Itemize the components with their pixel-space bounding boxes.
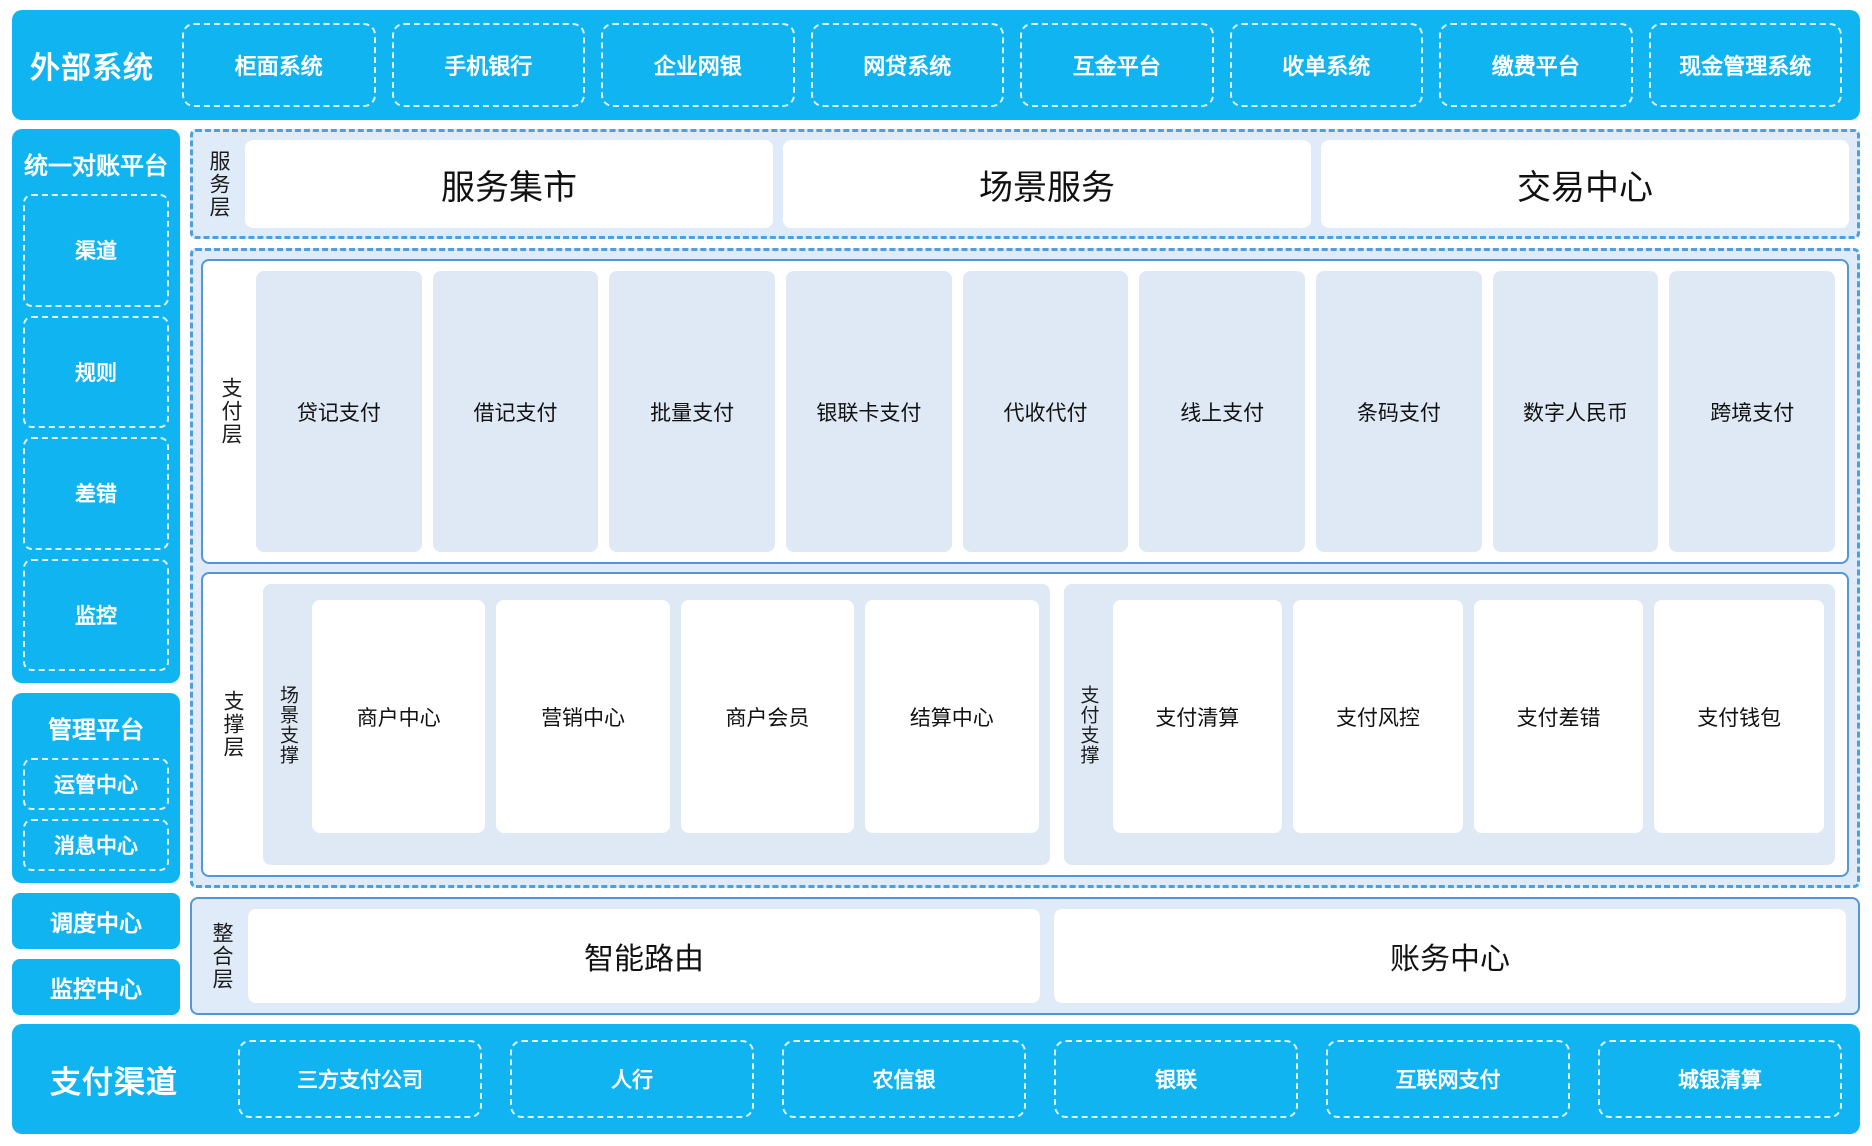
channel-item-third-party[interactable]: 三方支付公司 xyxy=(238,1040,482,1118)
service-item-market[interactable]: 服务集市 xyxy=(245,140,773,228)
payment-item-cross-border[interactable]: 跨境支付 xyxy=(1669,271,1836,552)
sidebar-item-monitor-center[interactable]: 监控中心 xyxy=(12,959,180,1015)
service-item-scene[interactable]: 场景服务 xyxy=(783,140,1311,228)
payment-channel-items: 三方支付公司 人行 农信银 银联 互联网支付 城银清算 xyxy=(238,1024,1842,1134)
support-item-merchant-member[interactable]: 商户会员 xyxy=(680,600,855,833)
channel-item-pboc[interactable]: 人行 xyxy=(510,1040,754,1118)
service-layer-row: 服务层 服务集市 场景服务 交易中心 xyxy=(201,140,1849,228)
external-systems-band: 外部系统 柜面系统 手机银行 企业网银 网贷系统 互金平台 收单系统 缴费平台 … xyxy=(12,10,1860,120)
external-system-item[interactable]: 互金平台 xyxy=(1020,23,1214,107)
core-layers-group: 支付层 贷记支付 借记支付 批量支付 银联卡支付 代收代付 线上支付 条码支付 … xyxy=(190,248,1860,888)
payment-channel-title: 支付渠道 xyxy=(50,1064,178,1100)
sidebar-item-schedule-center[interactable]: 调度中心 xyxy=(12,893,180,949)
external-system-item[interactable]: 柜面系统 xyxy=(182,23,376,107)
sidebar-item-monitor[interactable]: 监控 xyxy=(23,558,169,671)
channel-item-internet-payment[interactable]: 互联网支付 xyxy=(1326,1040,1570,1118)
support-item-payment-clearing[interactable]: 支付清算 xyxy=(1112,600,1283,833)
payment-item-collection-payment[interactable]: 代收代付 xyxy=(962,271,1129,552)
payment-item-unionpay-card[interactable]: 银联卡支付 xyxy=(786,271,952,552)
payment-item-barcode[interactable]: 条码支付 xyxy=(1316,271,1482,552)
payment-channel-band: 支付渠道 三方支付公司 人行 农信银 银联 互联网支付 城银清算 xyxy=(12,1024,1860,1134)
payment-support-label: 支付支撑 xyxy=(1077,684,1099,765)
payment-item-debit[interactable]: 借记支付 xyxy=(432,271,599,552)
external-systems-items: 柜面系统 手机银行 企业网银 网贷系统 互金平台 收单系统 缴费平台 现金管理系… xyxy=(182,10,1842,120)
sidebar-item-ops-center[interactable]: 运管中心 xyxy=(23,758,169,810)
recon-platform-title: 统一对账平台 xyxy=(24,153,168,180)
external-system-item[interactable]: 缴费平台 xyxy=(1439,23,1633,107)
external-system-item[interactable]: 收单系统 xyxy=(1229,23,1423,107)
integration-item-smart-routing[interactable]: 智能路由 xyxy=(248,909,1040,1003)
channel-item-rcc[interactable]: 农信银 xyxy=(782,1040,1026,1118)
middle-section: 统一对账平台 渠道 规则 差错 监控 管理平台 运管中心 消息中心 调度中心 监… xyxy=(12,129,1860,1015)
content-column: 服务层 服务集市 场景服务 交易中心 支付层 贷记支付 借记支付 批量支付 银联… xyxy=(190,129,1860,1015)
external-systems-title: 外部系统 xyxy=(30,52,154,85)
support-item-payment-risk[interactable]: 支付风控 xyxy=(1293,600,1463,833)
integration-layer-panel: 整合层 智能路由 账务中心 xyxy=(190,897,1860,1015)
scene-support-group: 场景支撑 商户中心 营销中心 商户会员 结算中心 xyxy=(263,584,1050,865)
payment-item-online[interactable]: 线上支付 xyxy=(1139,271,1306,552)
sidebar-item-channel[interactable]: 渠道 xyxy=(23,194,169,307)
integration-layer-row: 智能路由 账务中心 xyxy=(248,909,1846,1003)
integration-layer-label: 整合层 xyxy=(210,921,233,991)
payment-layer-label: 支付层 xyxy=(219,377,242,446)
manage-platform-card: 管理平台 运管中心 消息中心 xyxy=(12,693,180,883)
left-sidebar: 统一对账平台 渠道 规则 差错 监控 管理平台 运管中心 消息中心 调度中心 监… xyxy=(12,129,180,1015)
service-item-transaction[interactable]: 交易中心 xyxy=(1321,140,1849,228)
scene-support-label: 场景支撑 xyxy=(277,684,298,765)
service-layer-label: 服务层 xyxy=(207,149,230,219)
external-system-item[interactable]: 企业网银 xyxy=(601,23,795,107)
external-system-item[interactable]: 手机银行 xyxy=(391,23,585,107)
sidebar-item-message-center[interactable]: 消息中心 xyxy=(23,819,169,871)
service-layer-group: 服务层 服务集市 场景服务 交易中心 xyxy=(190,129,1860,239)
sidebar-item-error[interactable]: 差错 xyxy=(23,437,169,550)
support-item-merchant-center[interactable]: 商户中心 xyxy=(312,600,486,833)
payment-item-credit[interactable]: 贷记支付 xyxy=(256,271,422,552)
support-layer-label: 支撑层 xyxy=(221,690,244,759)
support-item-payment-wallet[interactable]: 支付钱包 xyxy=(1654,600,1824,833)
payment-layer-panel: 支付层 贷记支付 借记支付 批量支付 银联卡支付 代收代付 线上支付 条码支付 … xyxy=(201,259,1849,564)
support-item-marketing-center[interactable]: 营销中心 xyxy=(496,600,670,833)
external-system-item[interactable]: 现金管理系统 xyxy=(1648,23,1842,107)
recon-platform-card: 统一对账平台 渠道 规则 差错 监控 xyxy=(12,129,180,683)
external-system-item[interactable]: 网贷系统 xyxy=(810,23,1004,107)
channel-item-unionpay[interactable]: 银联 xyxy=(1054,1040,1298,1118)
payment-item-digital-rmb[interactable]: 数字人民币 xyxy=(1492,271,1659,552)
integration-item-accounting-center[interactable]: 账务中心 xyxy=(1054,909,1846,1003)
payment-support-group: 支付支撑 支付清算 支付风控 支付差错 支付钱包 xyxy=(1063,584,1835,865)
payment-layer-row: 支付层 贷记支付 借记支付 批量支付 银联卡支付 代收代付 线上支付 条码支付 … xyxy=(215,271,1836,552)
support-item-settlement-center[interactable]: 结算中心 xyxy=(865,600,1039,833)
support-item-payment-error[interactable]: 支付差错 xyxy=(1473,600,1644,833)
payment-item-batch[interactable]: 批量支付 xyxy=(609,271,776,552)
channel-item-city-bank-clearing[interactable]: 城银清算 xyxy=(1598,1040,1842,1118)
support-layer-row: 支撑层 场景支撑 商户中心 营销中心 商户会员 结算中心 支付支撑 支付清算 支… xyxy=(215,584,1835,865)
manage-platform-title: 管理平台 xyxy=(48,717,144,744)
sidebar-item-rule[interactable]: 规则 xyxy=(23,315,169,428)
support-layer-panel: 支撑层 场景支撑 商户中心 营销中心 商户会员 结算中心 支付支撑 支付清算 支… xyxy=(201,572,1849,877)
